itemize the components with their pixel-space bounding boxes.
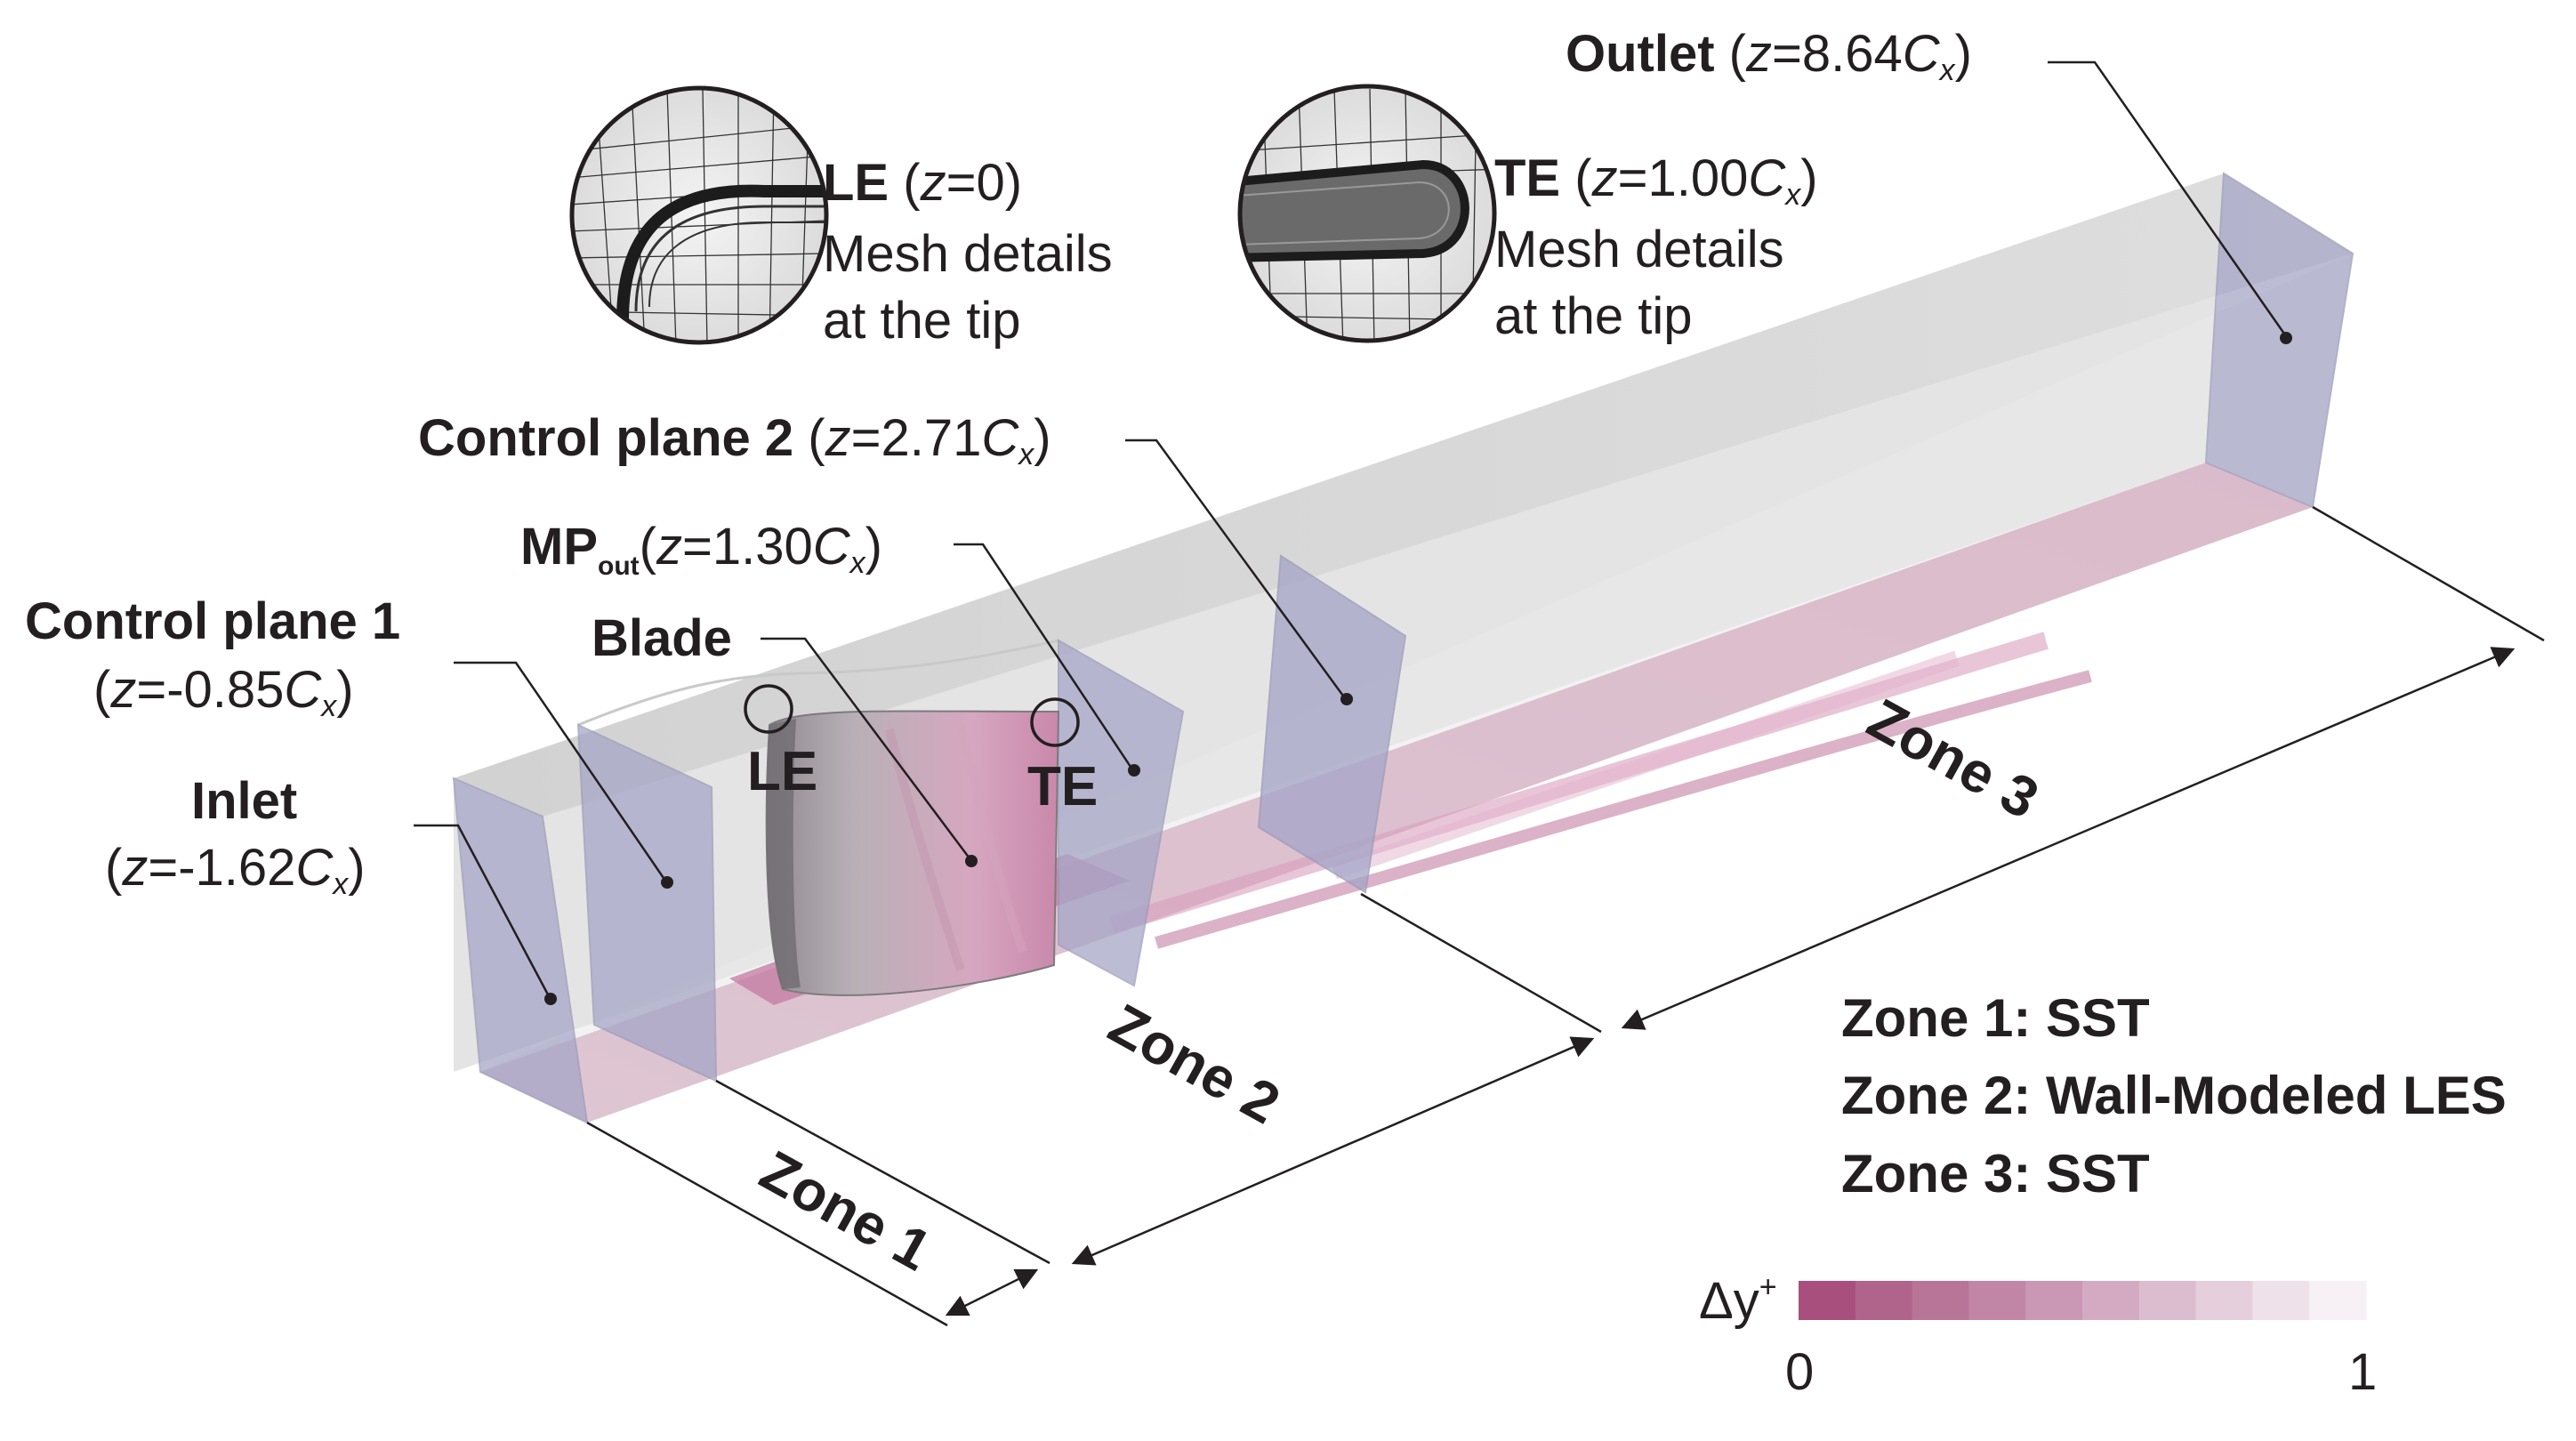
colorbar-cell [1799,1281,1856,1320]
blade-shade [766,719,801,989]
zone-1-label: Zone 1 [750,1138,941,1283]
te-mesh-detail [1237,84,1497,343]
le-marker-label: LE [747,741,817,802]
outlet-dot [2280,332,2292,344]
zone-legend: Zone 1: SST Zone 2: Wall-Modeled LES Zon… [1841,988,2507,1204]
te-detail-line1: Mesh details [1494,221,1784,278]
le-detail-line2: at the tip [823,292,1020,350]
colorbar-min: 0 [1785,1343,1814,1401]
inlet-name: Inlet [191,772,297,830]
control-plane-2-leader [1125,439,1347,699]
top-surface [454,173,2353,817]
colorbar-cell [2082,1281,2140,1320]
colorbar-cell [2195,1281,2253,1320]
blade-streak [956,723,1027,954]
colorbar-cells [1799,1281,2367,1320]
colorbar: Δy+ 0 1 [1699,1270,2377,1401]
planes [452,172,2355,1124]
colorbar-cell [2025,1281,2083,1320]
inlet-leader [414,824,551,997]
control-plane-2 [1257,554,1407,894]
mp-out-label: MPout(z=1.30Cx) [520,518,882,581]
colorbar-cell [1968,1281,2026,1320]
le-detail-title: LE (z=0) [823,154,1022,212]
zone-2-label: Zone 2 [1099,991,1290,1136]
outlet-label: Outlet (z=8.64Cx) [1566,25,1972,87]
le-detail-line1: Mesh details [823,225,1113,283]
le-marker-circle [744,684,793,734]
blade [765,710,1060,996]
colorbar-max: 1 [2348,1343,2377,1401]
passage-curve [577,639,1059,727]
colorbar-cell [2252,1281,2310,1320]
colorbar-cell [1855,1281,1913,1320]
legend-line-3: Zone 3: SST [1841,1144,2150,1204]
inlet-z: (z=-1.62Cx) [105,839,366,901]
mp-out-leader [954,543,1134,770]
control-plane-1-name: Control plane 1 [25,592,400,650]
te-marker-circle [1030,697,1080,747]
colorbar-cell [2138,1281,2197,1320]
outlet-leader [2048,60,2288,337]
colorbar-cell [2309,1281,2367,1320]
le-mesh-detail [569,85,829,345]
control-plane-1-dot [661,876,673,889]
te-marker-label: TE [1027,756,1098,817]
zone-dimension-lines [586,505,2545,1327]
colorbar-cell [1912,1281,1969,1320]
blade-label: Blade [592,609,732,667]
control-plane-2-dot [1340,693,1353,705]
colorbar-label: Δy+ [1699,1270,1777,1330]
outlet-plane [2204,172,2355,509]
legend-line-2: Zone 2: Wall-Modeled LES [1841,1066,2507,1125]
control-plane-1-leader [454,661,667,882]
control-plane-2-label: Control plane 2 (z=2.71Cx) [418,409,1051,471]
control-plane-1-z: (z=-0.85Cx) [93,661,354,723]
te-detail-title: TE (z=1.00Cx) [1494,149,1818,212]
legend-line-1: Zone 1: SST [1841,988,2150,1048]
blade-streak [885,728,965,971]
inlet-dot [544,993,557,1005]
blade-leader [761,637,971,859]
mp-out-dot [1128,764,1140,777]
mp-out-plane [1058,639,1185,987]
blade-dot [965,855,978,867]
te-detail-line2: at the tip [1494,287,1692,345]
